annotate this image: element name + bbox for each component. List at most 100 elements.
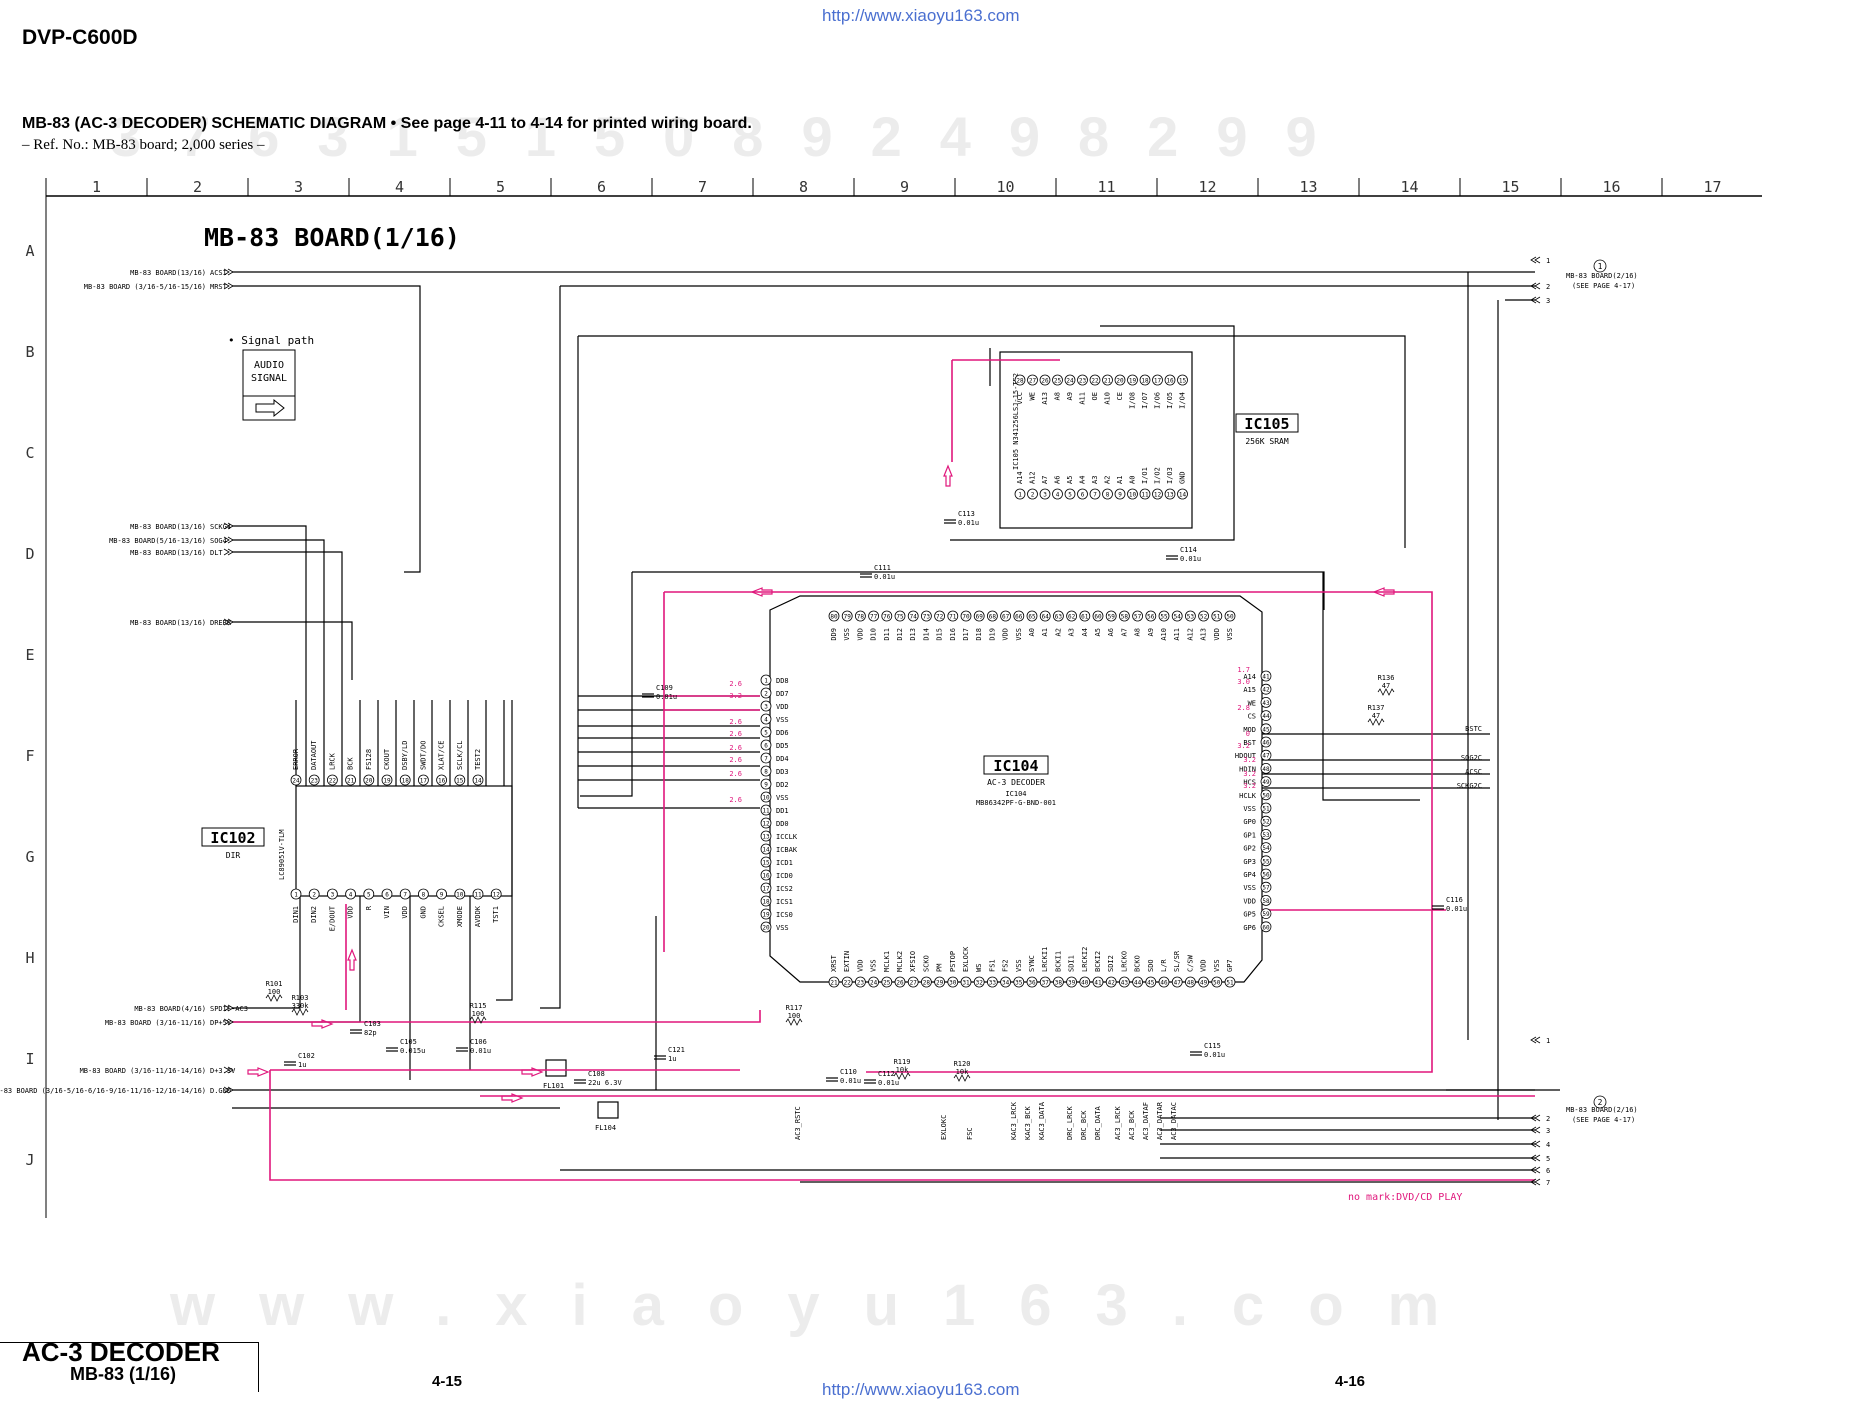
ic-pin bbox=[760, 778, 772, 790]
ic-pin-label: VSS bbox=[843, 628, 851, 641]
ic-pin-number: 52 bbox=[1200, 614, 1208, 621]
bottom-signal-label: AC3_LRCK bbox=[1114, 1105, 1122, 1140]
ic-pin-label: GP3 bbox=[1243, 858, 1256, 866]
ic-pin-label: GND bbox=[1179, 471, 1187, 484]
ic-pin-label: VDD bbox=[1213, 628, 1221, 641]
grid-column-label: 7 bbox=[698, 178, 707, 196]
capacitor-value: 0.01u bbox=[840, 1077, 861, 1085]
capacitor-value: 0.01u bbox=[878, 1079, 899, 1087]
ic-pin-number: 8 bbox=[422, 892, 426, 899]
ic-pin-label: A2 bbox=[1104, 476, 1112, 484]
signal-path-box-line2: SIGNAL bbox=[251, 373, 287, 384]
capacitor-ref: C116 bbox=[1446, 896, 1463, 904]
ic-pin-number: 13 bbox=[1166, 492, 1174, 499]
source-url-top[interactable]: http://www.xiaoyu163.com bbox=[822, 6, 1020, 25]
ic-pin-label: MCLK1 bbox=[883, 951, 891, 972]
connector-pin: 6 bbox=[1546, 1167, 1550, 1175]
connector-label: MB-83 BOARD(13/16) bbox=[130, 619, 206, 627]
arrow-right-icon bbox=[501, 1093, 524, 1103]
ic-pin bbox=[760, 882, 772, 894]
ic-pin bbox=[868, 976, 879, 988]
ic-pin-number: 51 bbox=[1226, 980, 1234, 987]
voltage-label: 2.6 bbox=[729, 796, 742, 804]
connector-arrow-icon bbox=[1530, 256, 1541, 264]
legend-note: no mark:DVD/CD PLAY bbox=[1348, 1192, 1462, 1203]
ic-pin-number: 47 bbox=[1174, 980, 1182, 987]
capacitor-value: 1u bbox=[298, 1061, 306, 1069]
ic-pin-number: 20 bbox=[365, 778, 373, 785]
ic-pin-number: 68 bbox=[989, 614, 997, 621]
ic-pin-label: EXTIN bbox=[843, 951, 851, 972]
connector-signal: ACSI bbox=[210, 269, 227, 277]
ic-pin bbox=[399, 774, 411, 786]
ic-pin-number: 5 bbox=[1068, 492, 1072, 499]
ic-pin-label: VSS bbox=[776, 716, 789, 724]
resistor-symbol bbox=[291, 1008, 309, 1016]
ic-pin-label: I/O8 bbox=[1129, 392, 1137, 409]
resistor-ref: R115 bbox=[470, 1002, 487, 1010]
ic-pin-label: VDD bbox=[1002, 628, 1010, 641]
ic-pin-number: 19 bbox=[762, 912, 770, 919]
connector-signal: SPDIF-AC3 bbox=[210, 1005, 248, 1013]
ic-pin bbox=[454, 888, 466, 900]
ic-pin-number: 46 bbox=[1160, 980, 1168, 987]
ic-pin-label: GP5 bbox=[1243, 911, 1256, 919]
ic-pin bbox=[417, 774, 429, 786]
resistor-value: 100 bbox=[472, 1010, 485, 1018]
ic-pin bbox=[894, 610, 906, 622]
ic-pin bbox=[1177, 488, 1188, 500]
ic-pin-number: 54 bbox=[1262, 845, 1270, 852]
ic-pin bbox=[1260, 736, 1272, 748]
connector-label: MB-83 BOARD(13/16) bbox=[130, 523, 206, 531]
footer-divider bbox=[258, 1342, 259, 1392]
ic-pin bbox=[947, 976, 959, 988]
ic-pin bbox=[1064, 374, 1076, 386]
ic-pin-label: I/O7 bbox=[1141, 392, 1149, 409]
ic-pin bbox=[472, 774, 484, 786]
grid-column-label: 6 bbox=[597, 178, 606, 196]
capacitor-ref: C114 bbox=[1180, 546, 1197, 554]
ic-pin bbox=[760, 791, 772, 803]
ic-pin-label: ICBAK bbox=[776, 846, 798, 854]
connector-arrow-icon bbox=[1530, 1178, 1541, 1186]
grid-column-label: 1 bbox=[92, 178, 101, 196]
ic-pin bbox=[1185, 610, 1196, 622]
source-url-bottom[interactable]: http://www.xiaoyu163.com bbox=[822, 1380, 1020, 1399]
ic-pin-label: MCLK2 bbox=[896, 951, 904, 972]
connector-pin: 3 bbox=[1546, 297, 1550, 305]
ic-pin-number: 3 bbox=[1043, 492, 1047, 499]
ic-pin-number: 21 bbox=[1104, 378, 1112, 385]
voltage-label: 2.8 bbox=[1237, 704, 1250, 712]
ic-pin-number: 48 bbox=[1187, 980, 1195, 987]
ic-pin-number: 35 bbox=[1015, 980, 1023, 987]
grid-row-label: C bbox=[25, 444, 34, 462]
grid-column-label: 8 bbox=[799, 178, 808, 196]
ic-pin-label: BCK bbox=[347, 757, 355, 770]
ic-pin-number: 6 bbox=[1081, 492, 1085, 499]
ic-pin-number: 45 bbox=[1262, 726, 1270, 733]
ic-pin bbox=[760, 830, 772, 842]
connector-pin: 1 bbox=[1546, 257, 1550, 265]
capacitor-ref: C106 bbox=[470, 1038, 487, 1046]
ic-pin-label: R bbox=[365, 905, 373, 910]
connector-pin: 2 bbox=[1546, 1115, 1550, 1123]
ic-pin-label: VDD bbox=[1200, 959, 1208, 972]
ic-pin-number: 8 bbox=[1106, 492, 1110, 499]
right-signal-label: ACSC bbox=[1465, 768, 1482, 776]
ic-pin-label: DD4 bbox=[776, 755, 789, 763]
ic-pin-label: CS bbox=[1248, 713, 1256, 721]
ic-pin-label: D17 bbox=[962, 628, 970, 641]
ic-pin-number: 19 bbox=[1129, 378, 1137, 385]
ic-pin-label: HDOUT bbox=[1235, 752, 1257, 760]
ic-pin-label: CKOUT bbox=[383, 748, 391, 770]
ic-pin bbox=[960, 610, 972, 622]
ic-pin-label: GND bbox=[419, 906, 427, 919]
ic-pin-number: 18 bbox=[762, 899, 770, 906]
ic-pin-label: SCLK/CL bbox=[456, 740, 464, 770]
ic-pin-label: A8 bbox=[1134, 628, 1142, 636]
ic-pin-label: WE bbox=[1248, 699, 1256, 707]
grid-column-label: 5 bbox=[496, 178, 505, 196]
ic-pin-label: BST bbox=[1243, 739, 1256, 747]
grid-column-label: 14 bbox=[1400, 178, 1418, 196]
